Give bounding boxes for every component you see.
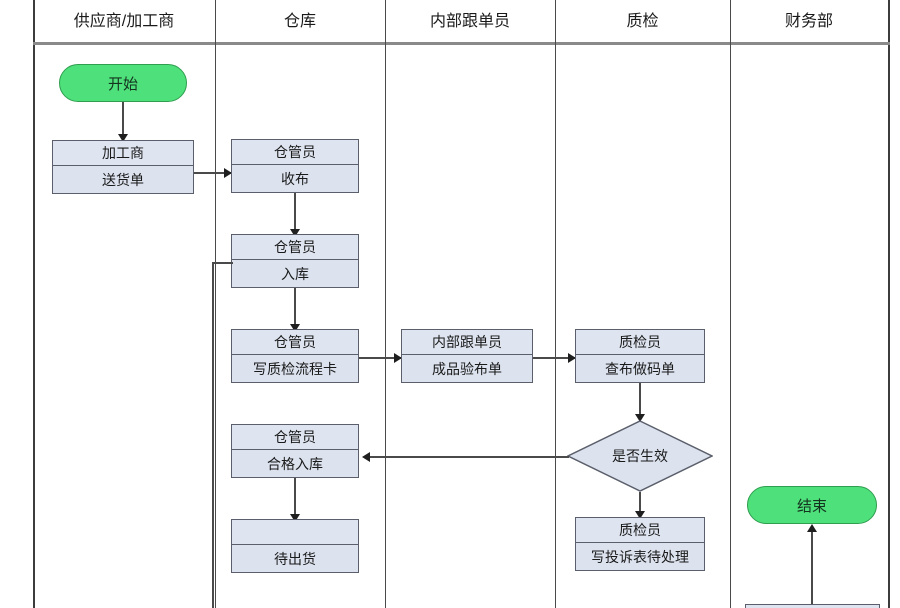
- node-checkcloth[interactable]: 质检员 查布做码单: [575, 329, 705, 383]
- edge-qualified-to-pending: [294, 478, 296, 517]
- arrowhead-qualified-right: [362, 452, 370, 462]
- node-pending-action: 待出货: [232, 545, 358, 572]
- node-finance-box-role: [746, 605, 879, 608]
- arrowhead-checkcloth-left: [568, 353, 576, 363]
- lane-divider-finance: [730, 0, 731, 608]
- node-start-label: 开始: [107, 75, 138, 93]
- node-inspform-role: 内部跟单员: [402, 330, 532, 355]
- arrowhead-delivery-top: [118, 134, 128, 142]
- node-inspform-action: 成品验布单: [402, 355, 532, 382]
- node-pending[interactable]: 待出货: [231, 519, 359, 573]
- arrowhead-instock-top: [290, 229, 300, 237]
- node-writecard[interactable]: 仓管员 写质检流程卡: [231, 329, 359, 383]
- node-qualified-role: 仓管员: [232, 425, 358, 450]
- node-end[interactable]: 结束: [747, 486, 877, 524]
- lane-title-supplier: 供应商/加工商: [73, 13, 175, 30]
- lane-title-qc: 质检: [626, 13, 659, 30]
- node-writecard-action: 写质检流程卡: [232, 355, 358, 382]
- node-complaint[interactable]: 质检员 写投诉表待处理: [575, 517, 705, 571]
- lane-title-finance: 财务部: [784, 13, 833, 30]
- lane-header-rule: [33, 42, 890, 45]
- lane-frame-left: [33, 0, 35, 608]
- edge-writecard-to-inspform: [359, 357, 401, 359]
- node-instock-action: 入库: [232, 260, 358, 287]
- node-delivery-role: 加工商: [53, 141, 193, 166]
- node-receive-role: 仓管员: [232, 140, 358, 165]
- node-qualified[interactable]: 仓管员 合格入库: [231, 424, 359, 478]
- node-complaint-role: 质检员: [576, 518, 704, 543]
- edge-receive-to-instock: [294, 193, 296, 232]
- edge-effective-to-complaint: [639, 492, 641, 515]
- arrowhead-inspform-left: [394, 353, 402, 363]
- arrowhead-complaint-top: [635, 511, 645, 519]
- node-receive[interactable]: 仓管员 收布: [231, 139, 359, 193]
- arrowhead-effective-top: [635, 414, 645, 422]
- lane-divider-warehouse: [215, 0, 216, 608]
- arrowhead-pending-top: [290, 514, 300, 522]
- arrowhead-end-bottom: [807, 524, 817, 532]
- node-finance-box[interactable]: [745, 604, 880, 608]
- node-effective[interactable]: 是否生效: [567, 420, 713, 492]
- edge-feedback-rail-vertical: [212, 262, 214, 608]
- node-effective-label: 是否生效: [612, 448, 668, 464]
- lane-title-follower: 内部跟单员: [429, 13, 510, 30]
- node-delivery-action: 送货单: [53, 166, 193, 193]
- edge-start-to-delivery: [122, 102, 124, 136]
- lane-divider-follower: [385, 0, 386, 608]
- node-end-label: 结束: [796, 497, 827, 515]
- lane-divider-qc: [555, 0, 556, 608]
- node-inspform[interactable]: 内部跟单员 成品验布单: [401, 329, 533, 383]
- node-delivery[interactable]: 加工商 送货单: [52, 140, 194, 194]
- node-instock[interactable]: 仓管员 入库: [231, 234, 359, 288]
- edge-financebox-to-end: [811, 530, 813, 608]
- node-qualified-action: 合格入库: [232, 450, 358, 477]
- node-receive-action: 收布: [232, 165, 358, 192]
- arrowhead-writecard-top: [290, 324, 300, 332]
- node-checkcloth-role: 质检员: [576, 330, 704, 355]
- node-pending-role: [232, 520, 358, 545]
- arrowhead-receive-left: [224, 168, 232, 178]
- edge-effective-to-qualified: [367, 456, 569, 458]
- lane-frame-right: [888, 0, 890, 608]
- node-start[interactable]: 开始: [59, 64, 187, 102]
- edge-inspform-to-checkcloth: [533, 357, 575, 359]
- edge-instock-to-writecard: [294, 288, 296, 327]
- edge-checkcloth-to-effective: [639, 383, 641, 418]
- node-instock-role: 仓管员: [232, 235, 358, 260]
- edge-feedback-rail-into-instock: [212, 262, 233, 264]
- node-writecard-role: 仓管员: [232, 330, 358, 355]
- edge-delivery-to-receive: [194, 172, 231, 174]
- node-complaint-action: 写投诉表待处理: [576, 543, 704, 570]
- node-checkcloth-action: 查布做码单: [576, 355, 704, 382]
- decision-diamond-shape: [567, 420, 713, 492]
- lane-title-warehouse: 仓库: [283, 13, 316, 30]
